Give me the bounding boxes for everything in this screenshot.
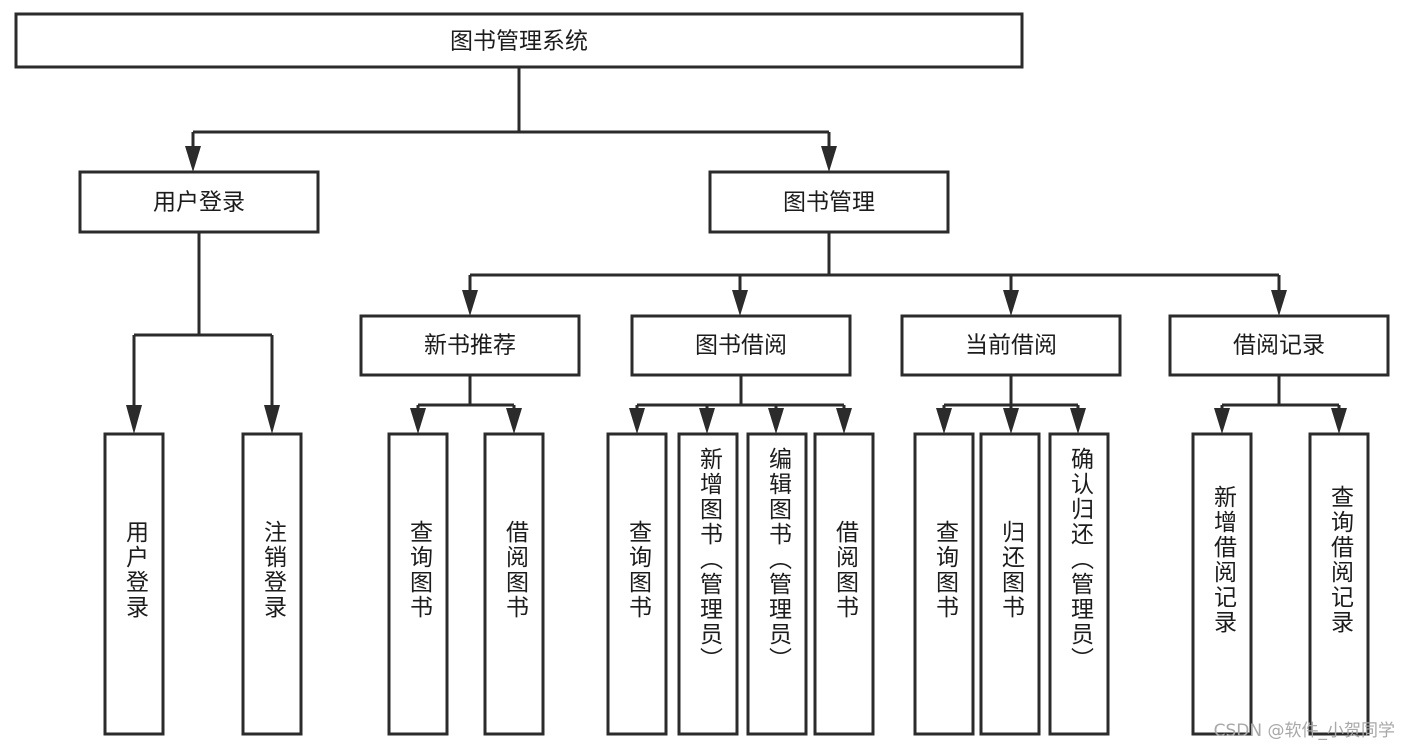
- node-user-login[interactable]: 用户登录: [78, 170, 320, 234]
- node-root[interactable]: 图书管理系统: [14, 12, 1024, 69]
- leaf-borrow-edit-book[interactable]: 编辑图书（管理员）: [746, 432, 808, 736]
- leaf-new-book-borrow-label: 借阅图书: [502, 520, 530, 620]
- arrow-head-cb-1: [936, 408, 952, 434]
- leaf-current-return-book-label: 归还图书: [998, 520, 1026, 620]
- arrow-head-user-login-1: [126, 405, 142, 434]
- leaf-borrow-borrow-book-box: [813, 432, 875, 736]
- leaf-current-query-book[interactable]: 查询图书: [913, 432, 975, 736]
- leaf-user-login-logout-label: 注销登录: [260, 520, 288, 620]
- leaf-record-add-label: 新增借阅记录: [1210, 485, 1238, 635]
- node-book-borrow-label: 图书借阅: [695, 333, 787, 359]
- leaf-user-login-logout[interactable]: 注销登录: [241, 432, 303, 736]
- arrow-head-nbr-2: [506, 408, 522, 434]
- leaf-current-confirm-return-label: 确认归还（管理员）: [1067, 447, 1095, 672]
- leaf-borrow-add-book-label: 新增图书（管理员）: [696, 447, 724, 672]
- leaf-new-book-borrow[interactable]: 借阅图书: [483, 432, 545, 736]
- leaf-borrow-add-book[interactable]: 新增图书（管理员）: [677, 432, 739, 736]
- leaf-current-return-book[interactable]: 归还图书: [979, 432, 1041, 736]
- arrow-head-bb-2: [699, 408, 715, 434]
- arrow-head-root-2: [821, 146, 837, 172]
- arrow-head-root-1: [185, 146, 201, 172]
- leaf-borrow-borrow-book[interactable]: 借阅图书: [813, 432, 875, 736]
- leaf-record-add[interactable]: 新增借阅记录: [1191, 432, 1253, 736]
- arrow-head-nbr-1: [410, 408, 426, 434]
- leaf-user-login-logout-box: [241, 432, 303, 736]
- node-book-management[interactable]: 图书管理: [708, 170, 950, 234]
- leaf-current-query-book-box: [913, 432, 975, 736]
- connector-user-login-to-leaves: [126, 232, 280, 434]
- leaf-borrow-edit-book-box: [746, 432, 808, 736]
- connector-borrow-record-to-leaves: [1214, 375, 1347, 434]
- connector-book-borrow-to-leaves: [629, 375, 852, 434]
- arrow-head-level3-2: [732, 290, 748, 316]
- leaf-borrow-query-book-box: [606, 432, 668, 736]
- node-book-borrow[interactable]: 图书借阅: [630, 314, 852, 377]
- leaf-borrow-query-book-label: 查询图书: [625, 520, 653, 620]
- node-new-book-recommend[interactable]: 新书推荐: [359, 314, 581, 377]
- node-book-management-box: [708, 170, 950, 234]
- arrow-head-cb-2: [1003, 408, 1019, 434]
- node-new-book-recommend-label: 新书推荐: [424, 333, 516, 359]
- connector-root-to-level2: [185, 67, 837, 172]
- leaf-record-add-box: [1191, 432, 1253, 736]
- node-book-borrow-box: [630, 314, 852, 377]
- leaf-new-book-borrow-box: [483, 432, 545, 736]
- leaf-user-login-login[interactable]: 用户登录: [103, 432, 165, 736]
- leaf-current-confirm-return[interactable]: 确认归还（管理员）: [1048, 432, 1110, 736]
- arrow-head-level3-1: [462, 290, 478, 316]
- arrow-head-bb-1: [629, 408, 645, 434]
- node-root-label: 图书管理系统: [450, 29, 588, 55]
- arrow-head-cb-3: [1070, 408, 1086, 434]
- node-borrow-record-label: 借阅记录: [1233, 333, 1325, 359]
- node-user-login-label: 用户登录: [153, 190, 245, 216]
- leaf-new-book-query[interactable]: 查询图书: [387, 432, 449, 736]
- leaf-record-query-box: [1308, 432, 1370, 736]
- leaf-current-confirm-return-box: [1048, 432, 1110, 736]
- leaf-new-book-query-label: 查询图书: [406, 520, 434, 620]
- arrow-head-bb-4: [836, 408, 852, 434]
- arrow-head-level3-4: [1271, 290, 1287, 316]
- arrow-head-bb-3: [768, 408, 784, 434]
- leaf-borrow-query-book[interactable]: 查询图书: [606, 432, 668, 736]
- arrow-head-br-1: [1214, 408, 1230, 434]
- leaf-current-return-book-box: [979, 432, 1041, 736]
- leaf-borrow-borrow-book-label: 借阅图书: [832, 520, 860, 620]
- node-new-book-recommend-box: [359, 314, 581, 377]
- leaf-borrow-add-book-box: [677, 432, 739, 736]
- connector-new-book-recommend-to-leaves: [410, 375, 522, 434]
- node-current-borrow-box: [900, 314, 1122, 377]
- connector-book-management-to-level3: [462, 232, 1287, 316]
- arrow-head-br-2: [1331, 408, 1347, 434]
- arrow-head-level3-3: [1003, 290, 1019, 316]
- leaf-user-login-login-box: [103, 432, 165, 736]
- leaf-record-query[interactable]: 查询借阅记录: [1308, 432, 1370, 736]
- node-current-borrow[interactable]: 当前借阅: [900, 314, 1122, 377]
- arrow-head-user-login-2: [264, 405, 280, 434]
- node-current-borrow-label: 当前借阅: [965, 333, 1057, 359]
- leaf-new-book-query-box: [387, 432, 449, 736]
- leaf-current-query-book-label: 查询图书: [932, 520, 960, 620]
- node-borrow-record-box: [1168, 314, 1390, 377]
- node-root-box: [14, 12, 1024, 69]
- connector-current-borrow-to-leaves: [936, 375, 1086, 434]
- leaf-record-query-label: 查询借阅记录: [1327, 485, 1355, 635]
- leaf-user-login-login-label: 用户登录: [122, 520, 150, 620]
- node-book-management-label: 图书管理: [783, 190, 875, 216]
- node-borrow-record[interactable]: 借阅记录: [1168, 314, 1390, 377]
- leaf-borrow-edit-book-label: 编辑图书（管理员）: [765, 447, 793, 672]
